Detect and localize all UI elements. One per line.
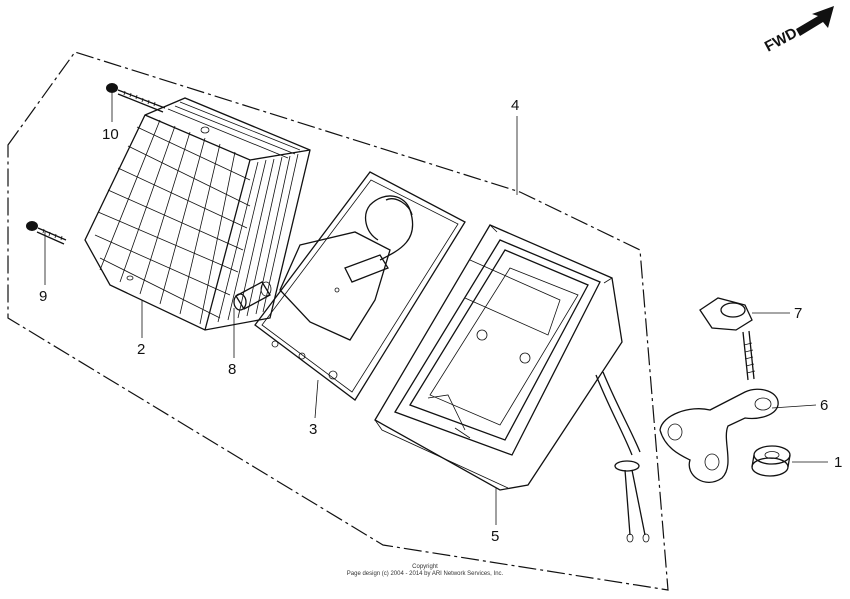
callout-3: 3 [309, 421, 317, 438]
bulb-part [233, 281, 272, 311]
callout-10: 10 [102, 126, 119, 143]
copyright-notice: Page design (c) 2004 - 2014 by ARI Netwo… [346, 571, 504, 577]
callout-4: 4 [511, 97, 519, 114]
clamp-bolt-part [699, 297, 756, 381]
assembly-boundary [7, 51, 669, 591]
callout-6: 6 [820, 397, 828, 414]
leader-6 [771, 404, 817, 409]
callout-5: 5 [491, 528, 499, 545]
screw-short-part [26, 221, 67, 245]
forward-direction-label: FWD [762, 24, 800, 55]
lens-base-plate-part [254, 171, 466, 401]
callout-9: 9 [39, 288, 47, 305]
forward-arrow-icon: FWD [762, 6, 834, 56]
grommet-part [751, 445, 791, 477]
callout-2: 2 [137, 341, 145, 358]
copyright-label: Copyright [412, 564, 438, 570]
callout-7: 7 [794, 305, 802, 322]
screw-long-part [106, 83, 166, 113]
mounting-stay-part [659, 388, 779, 484]
leader-3 [314, 379, 319, 419]
callout-1: 1 [834, 454, 842, 471]
taillight-housing-part [374, 224, 650, 543]
taillight-lens-part [84, 97, 311, 331]
callout-8: 8 [228, 361, 236, 378]
